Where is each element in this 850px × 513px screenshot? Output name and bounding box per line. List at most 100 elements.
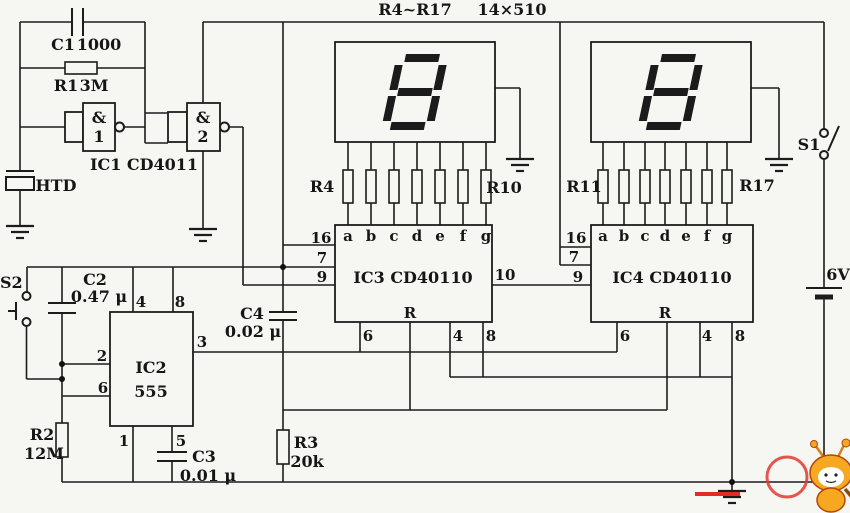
ic2-555-body [109, 311, 194, 427]
c1-value: 1000 [77, 35, 122, 54]
battery-6v [806, 287, 842, 300]
ic3-seg-a: a [343, 227, 353, 245]
capacitor-c1 [71, 8, 84, 36]
c4-value: 0.02 μ [225, 322, 282, 341]
pushbutton-s2 [8, 291, 32, 327]
ic2-pin2: 2 [97, 347, 107, 365]
ic4-pin8: 8 [735, 327, 745, 345]
ic3-pin7: 7 [317, 249, 327, 267]
ground-buzzer [4, 224, 36, 240]
r3-value: 20k [290, 452, 324, 471]
resistor-ladder-r4-r10 [342, 169, 492, 204]
ic3-pin8: 8 [486, 327, 496, 345]
htd-label: HTD [36, 176, 77, 195]
ic3-reset-label: R [404, 304, 417, 322]
watermark [695, 438, 850, 513]
ic4-seg-f: f [704, 227, 712, 245]
ic2-pin3: 3 [197, 333, 207, 351]
title-range: R4~R17 [378, 0, 451, 19]
display-2 [590, 41, 752, 143]
ic4-pin4: 4 [702, 327, 712, 345]
ic3-cd40110-body [334, 224, 493, 323]
buzzer-htd [5, 170, 35, 191]
c2-name: C2 [83, 270, 107, 289]
title-value: 14×510 [477, 0, 546, 19]
r2-value: 12M [24, 444, 64, 463]
resistor-r3 [276, 429, 290, 465]
battery-label: 6V [826, 265, 850, 284]
ic4-pin9: 9 [573, 268, 583, 286]
resistor-ladder-r11-r17 [597, 169, 733, 204]
ic3-pin16: 16 [311, 229, 332, 247]
r1-name: R1 [54, 76, 78, 95]
ic4-cd40110-body [590, 224, 754, 323]
ic4-pin16: 16 [566, 229, 587, 247]
r11-label: R11 [566, 177, 602, 196]
capacitor-c3 [157, 451, 187, 462]
ic2-pin8: 8 [175, 293, 185, 311]
counter-wires [193, 244, 733, 490]
ic3-pin6: 6 [363, 327, 373, 345]
c3-value: 0.01 μ [180, 466, 237, 485]
ic3-seg-e: e [435, 227, 445, 245]
r3-name: R3 [294, 433, 318, 452]
ic2-pin6: 6 [98, 379, 108, 397]
watermark-mascot [809, 438, 850, 513]
nand-gate-2 [167, 102, 230, 152]
r2-name: R2 [30, 425, 54, 444]
ic4-seg-c: c [640, 227, 649, 245]
ic2-model: 555 [134, 382, 167, 401]
display2-pin-wires [602, 87, 780, 225]
ic3-seg-g: g [481, 227, 492, 245]
ic3-seg-f: f [460, 227, 468, 245]
ic4-seg-d: d [660, 227, 671, 245]
ic4-label: IC4 CD40110 [612, 268, 731, 287]
ic3-label: IC3 CD40110 [353, 268, 472, 287]
ground-display2 [763, 157, 795, 173]
power-rail-wires [62, 21, 825, 483]
resistor-r1 [64, 61, 98, 75]
gate1-symbol: & [92, 108, 107, 127]
gate2-symbol: & [196, 108, 211, 127]
ic3-seg-c: c [389, 227, 398, 245]
ic4-reset-label: R [659, 304, 672, 322]
c4-name: C4 [240, 304, 264, 323]
capacitor-c2 [48, 302, 76, 314]
nand-gate-1 [64, 102, 125, 152]
c1-name: C1 [51, 35, 75, 54]
ic3-pin10: 10 [495, 266, 516, 284]
r4-label: R4 [310, 177, 334, 196]
ic4-seg-b: b [619, 227, 630, 245]
r10-label: R10 [486, 178, 522, 197]
ic4-seg-e: e [681, 227, 691, 245]
ic2-name: IC2 [135, 358, 166, 377]
ic1-label: IC1 CD4011 [90, 155, 198, 174]
ic3-pin9: 9 [317, 268, 327, 286]
display1-pin-wires [347, 87, 521, 225]
oscillator-wires [19, 21, 335, 286]
ic4-pin7: 7 [569, 248, 579, 266]
ic2-pin1: 1 [119, 432, 129, 450]
r1-value: 3M [80, 76, 109, 95]
ic3-seg-d: d [412, 227, 423, 245]
ic2-pin5: 5 [176, 432, 186, 450]
ic2-pin4: 4 [136, 293, 146, 311]
ic3-pin4: 4 [453, 327, 463, 345]
capacitor-c4 [269, 311, 297, 321]
gate1-number: 1 [93, 127, 104, 146]
watermark-stamp-ring [765, 455, 809, 499]
ic4-seg-g: g [722, 227, 733, 245]
ground-gate2 [187, 227, 219, 243]
s1-label: S1 [798, 135, 821, 154]
resistor-r2 [55, 422, 69, 458]
c3-name: C3 [192, 447, 216, 466]
s2-label: S2 [0, 273, 23, 292]
display-1 [334, 41, 496, 143]
ic3-seg-b: b [366, 227, 377, 245]
ic4-pin6: 6 [620, 327, 630, 345]
ground-display1 [504, 157, 536, 173]
ic4-seg-a: a [598, 227, 608, 245]
r17-label: R17 [739, 176, 775, 195]
